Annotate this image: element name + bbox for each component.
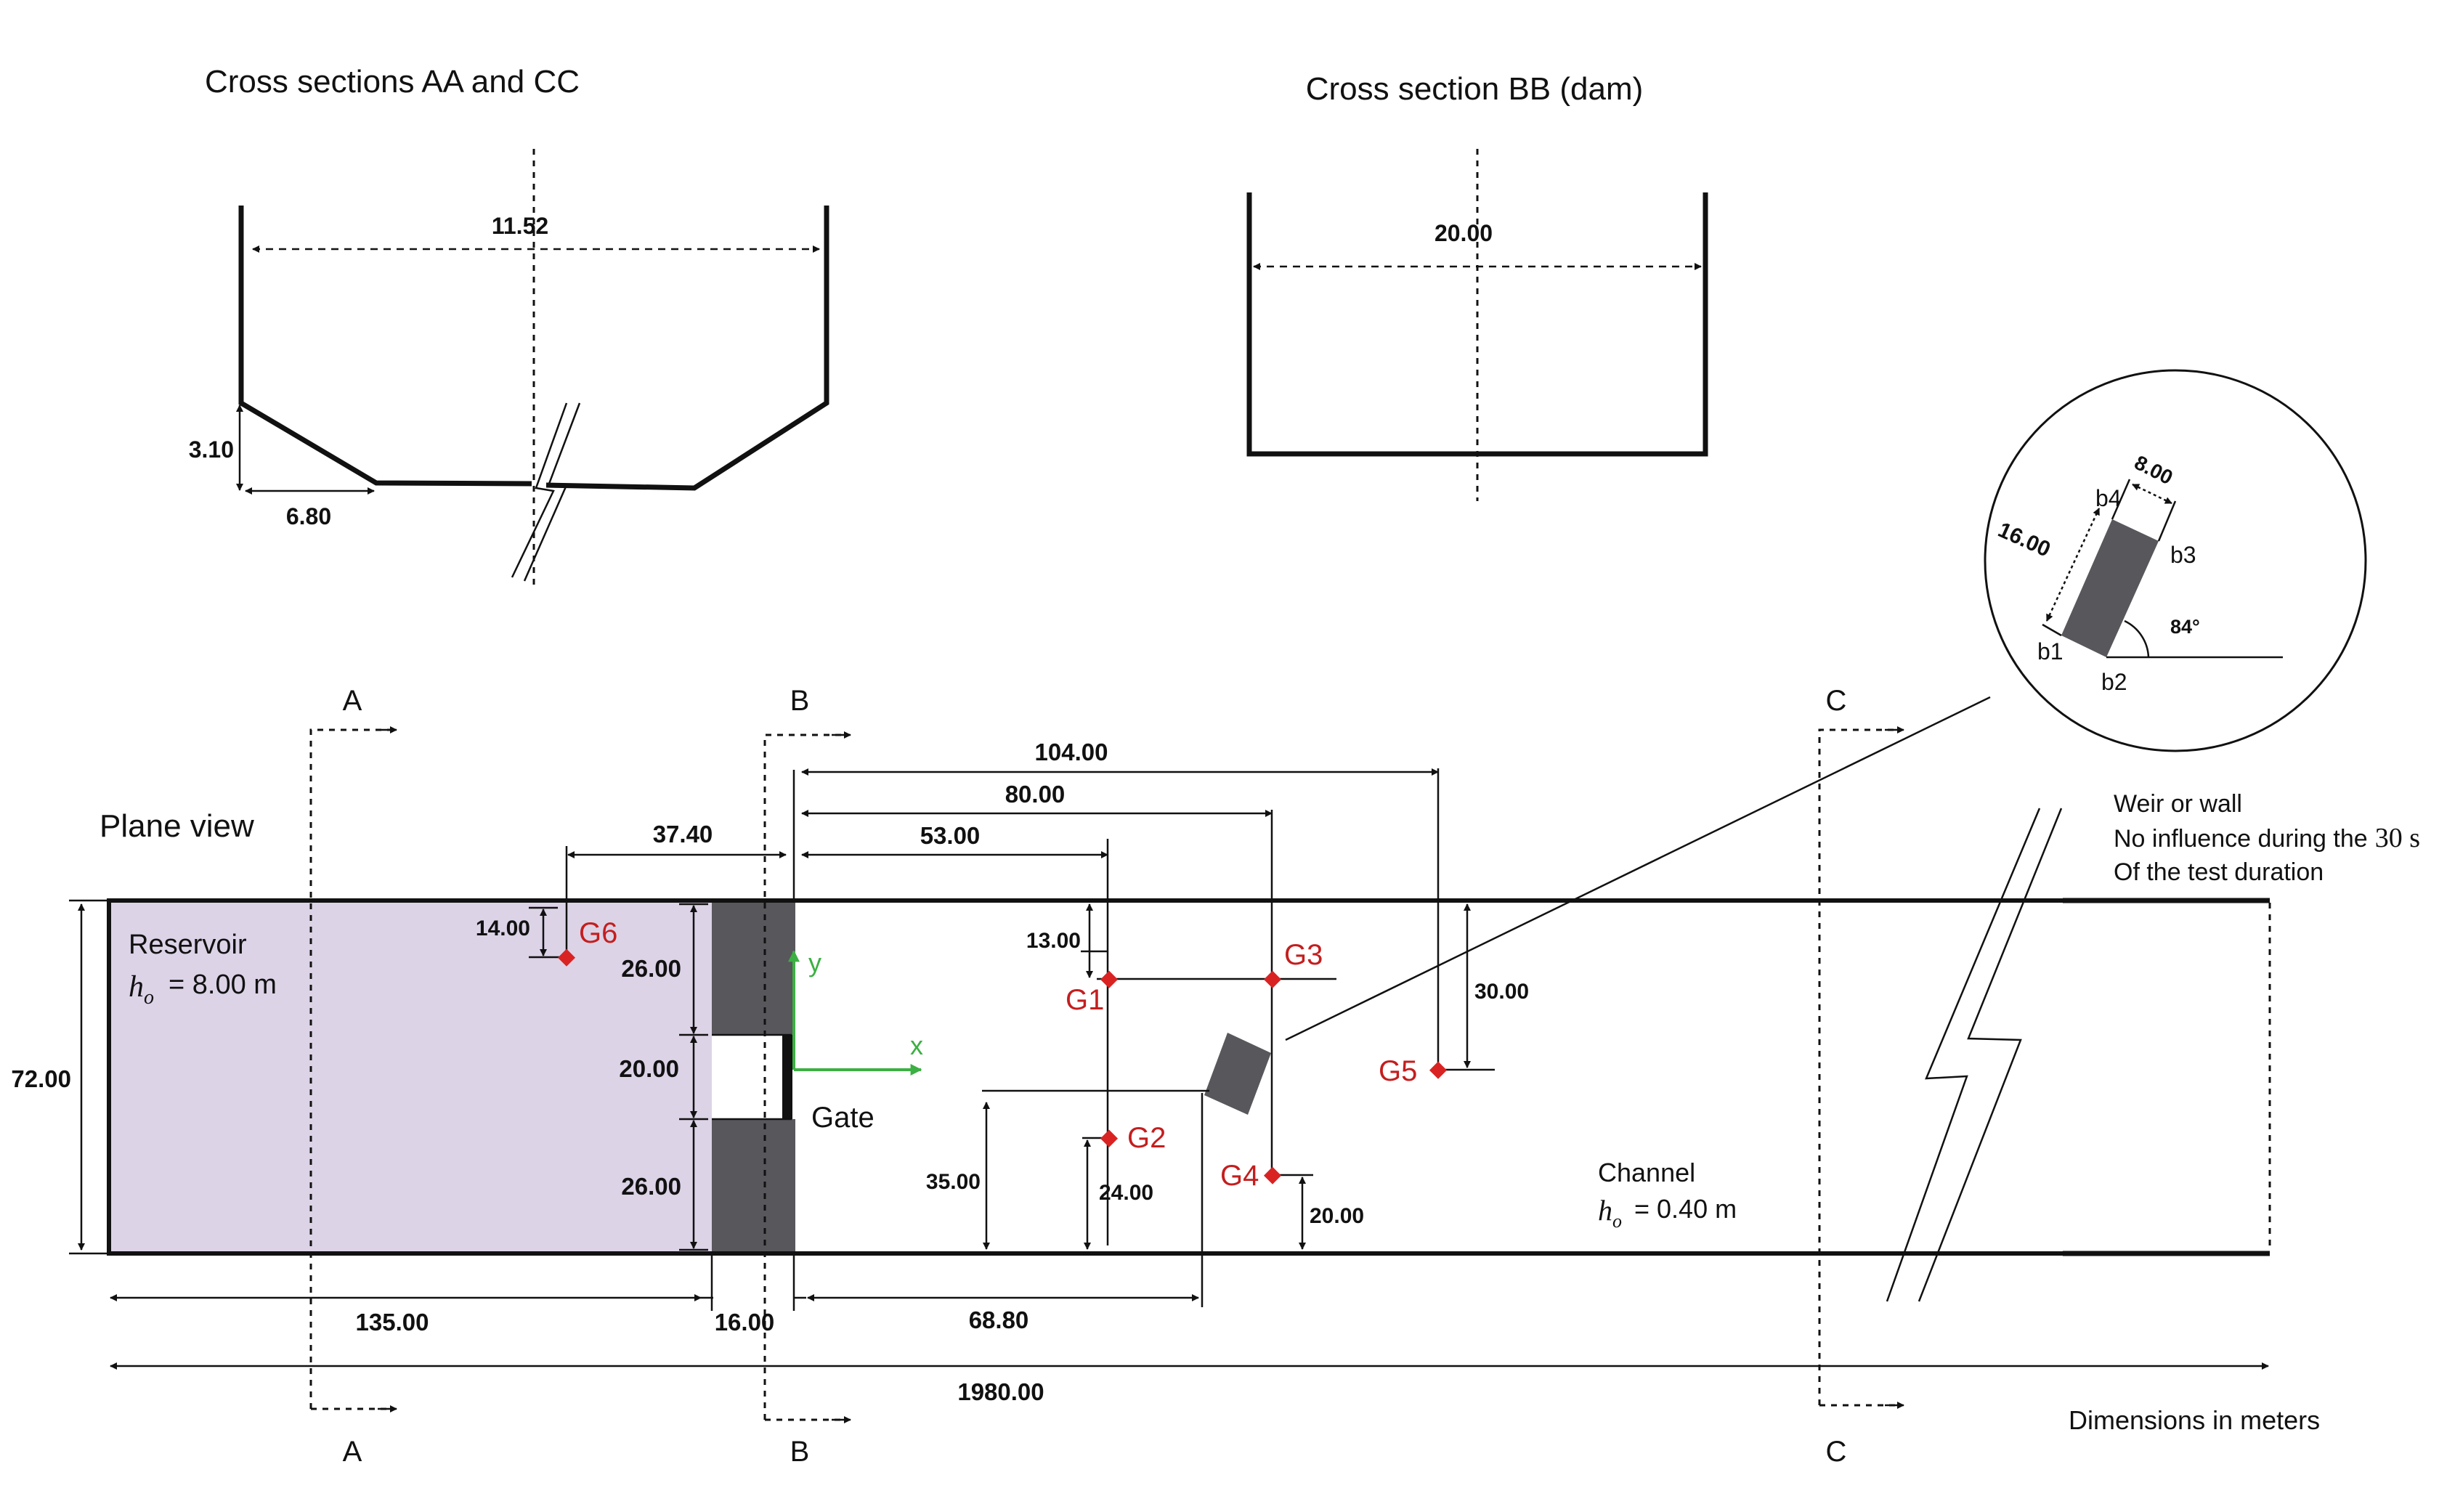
section-b-label-bottom: B bbox=[790, 1436, 810, 1468]
y-axis-label: y bbox=[808, 948, 821, 977]
gauge-g4: G4 bbox=[1220, 1160, 1282, 1192]
section-c-label-top: C bbox=[1826, 685, 1847, 717]
weir-note-line1: Weir or wall bbox=[2114, 790, 2242, 818]
dim-37-40-label: 37.40 bbox=[653, 821, 713, 848]
obstacle-detail-inset: 8.00 16.00 84° b1 b2 b3 b4 bbox=[1984, 369, 2367, 752]
reservoir-depth-symbol: ho bbox=[129, 970, 154, 1009]
dim-135-label: 135.00 bbox=[356, 1309, 429, 1336]
dim-26-bottom-label: 26.00 bbox=[621, 1173, 681, 1200]
aa-break-symbol-left bbox=[511, 402, 568, 578]
aa-slope-width-label: 6.80 bbox=[286, 503, 331, 529]
inset-extension-b4 bbox=[2111, 479, 2131, 520]
channel-depth-value: = 0.40 m bbox=[1634, 1194, 1737, 1224]
dim-72-label: 72.00 bbox=[11, 1065, 71, 1092]
inset-circle bbox=[1984, 369, 2367, 752]
reservoir-depth-value: = 8.00 m bbox=[169, 970, 277, 1000]
gauge-g1-marker bbox=[1100, 970, 1119, 988]
gauge-g5-label: G5 bbox=[1379, 1055, 1417, 1087]
gauge-g6-label: G6 bbox=[579, 917, 617, 949]
dam-block-top bbox=[712, 901, 795, 1035]
channel-label: Channel bbox=[1598, 1158, 1695, 1187]
gauge-g1: G1 bbox=[1066, 970, 1119, 1016]
gauge-g3-label: G3 bbox=[1284, 939, 1323, 971]
section-b-label-top: B bbox=[790, 685, 810, 717]
cross-section-bb-title: Cross section BB (dam) bbox=[1306, 71, 1644, 107]
units-note: Dimensions in meters bbox=[2069, 1405, 2320, 1435]
inset-block bbox=[2061, 519, 2159, 657]
inset-leader-line bbox=[1285, 696, 1991, 1041]
plane-view-title: Plane view bbox=[100, 808, 254, 844]
dim-35-label: 35.00 bbox=[926, 1170, 981, 1194]
dim-13-label: 13.00 bbox=[1026, 929, 1081, 953]
cross-section-aa-cc-title: Cross sections AA and CC bbox=[205, 64, 580, 99]
gauge-g2: G2 bbox=[1100, 1122, 1166, 1154]
dim-16-label: 16.00 bbox=[715, 1309, 775, 1336]
section-c-label-bottom: C bbox=[1826, 1436, 1847, 1468]
trapezoid-left-wall bbox=[238, 206, 532, 487]
gauge-g4-marker bbox=[1263, 1166, 1282, 1184]
plane-view: Plane view Reservoir ho = 8.00 m Channel… bbox=[11, 685, 2420, 1468]
channel-break-symbol-right bbox=[1918, 808, 2063, 1302]
dim-68-80-label: 68.80 bbox=[969, 1306, 1029, 1333]
gate-label: Gate bbox=[811, 1102, 874, 1134]
dim-24-label: 24.00 bbox=[1099, 1181, 1153, 1205]
dim-14-label: 14.00 bbox=[476, 916, 530, 940]
channel-depth-symbol: ho bbox=[1598, 1194, 1622, 1232]
trapezoid-right-wall bbox=[545, 206, 829, 491]
dim-26-top-label: 26.00 bbox=[621, 955, 681, 982]
section-b-top-cut bbox=[763, 733, 846, 1420]
inset-b2-label: b2 bbox=[2101, 669, 2127, 695]
gauge-g4-label: G4 bbox=[1220, 1160, 1259, 1192]
reservoir-area bbox=[109, 901, 712, 1253]
gauge-g2-marker bbox=[1100, 1129, 1119, 1147]
section-a-label-top: A bbox=[343, 685, 362, 717]
gauge-g3-marker bbox=[1263, 970, 1282, 988]
gauge-g3: G3 bbox=[1263, 939, 1323, 988]
wall-break-mask bbox=[2063, 895, 2281, 1259]
channel-break-symbol-left bbox=[1886, 808, 2041, 1302]
aa-break-symbol-right bbox=[523, 402, 581, 582]
section-c-top-cut bbox=[1818, 728, 1899, 1405]
dim-80-label: 80.00 bbox=[1005, 781, 1066, 808]
gauge-g1-label: G1 bbox=[1066, 984, 1104, 1016]
inset-extension-b1 bbox=[2042, 623, 2062, 637]
cross-section-bb: Cross section BB (dam) 20.00 bbox=[1246, 71, 1708, 501]
aa-top-width-label: 11.52 bbox=[492, 213, 548, 239]
gauge-g2-label: G2 bbox=[1127, 1122, 1166, 1154]
inset-extension-b3 bbox=[2157, 500, 2177, 542]
inset-width-dimension bbox=[2132, 483, 2172, 505]
inset-angle-arc bbox=[2124, 619, 2150, 658]
aa-side-height-label: 3.10 bbox=[189, 436, 234, 463]
gauge-g5-marker bbox=[1429, 1061, 1448, 1079]
dim-30-label: 30.00 bbox=[1474, 980, 1529, 1004]
bb-width-label: 20.00 bbox=[1434, 220, 1493, 246]
section-a-top-cut bbox=[309, 728, 392, 1409]
gauge-g5: G5 bbox=[1379, 1055, 1448, 1087]
dim-20-g4-label: 20.00 bbox=[1310, 1204, 1364, 1228]
dim-104-label: 104.00 bbox=[1035, 739, 1108, 765]
section-a-label-bottom: A bbox=[343, 1436, 362, 1468]
dim-20-label: 20.00 bbox=[619, 1055, 679, 1082]
weir-note-line3: Of the test duration bbox=[2114, 858, 2324, 886]
gate-plate bbox=[782, 1035, 792, 1119]
obstacle-block bbox=[1204, 1033, 1271, 1115]
x-axis-label: x bbox=[910, 1031, 923, 1060]
dim-1980-label: 1980.00 bbox=[957, 1378, 1044, 1405]
cross-section-aa-cc: Cross sections AA and CC 11.52 3.10 6.80 bbox=[189, 64, 829, 588]
dim-53-label: 53.00 bbox=[920, 822, 981, 849]
inset-b1-label: b1 bbox=[2037, 638, 2063, 664]
dam-block-bottom bbox=[712, 1119, 795, 1253]
inset-angle-label: 84° bbox=[2170, 616, 2200, 638]
inset-b4-label: b4 bbox=[2095, 485, 2122, 511]
reservoir-label: Reservoir bbox=[129, 930, 247, 960]
inset-b3-label: b3 bbox=[2170, 542, 2196, 568]
